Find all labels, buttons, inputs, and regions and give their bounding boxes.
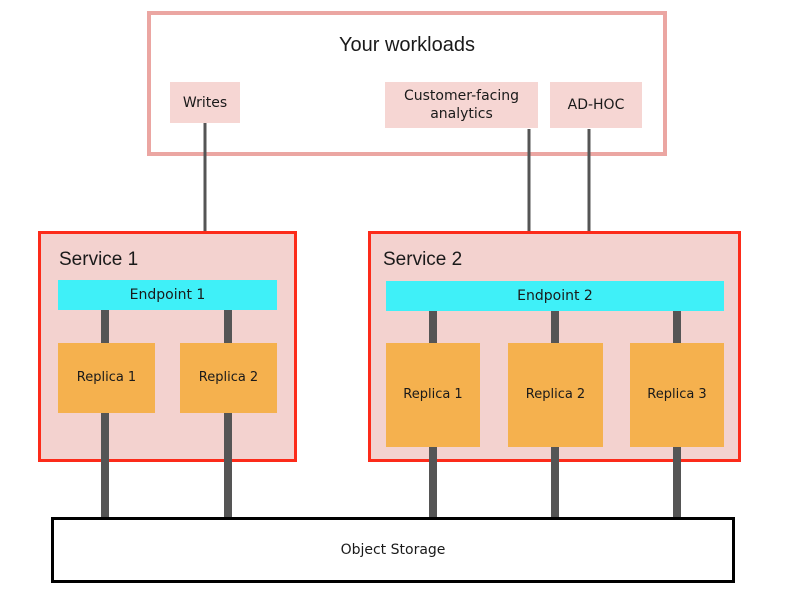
link-endpoint-2-to-s2-replica-3: [673, 311, 681, 343]
link-s2-replica-1-to-storage: [429, 447, 437, 519]
service-1-title: Service 1: [59, 249, 139, 270]
service-2-title: Service 2: [383, 249, 463, 270]
link-endpoint-1-to-s1-replica-2: [224, 310, 232, 343]
link-endpoint-2-to-s2-replica-1: [429, 311, 437, 343]
endpoint-1[interactable]: Endpoint 1: [58, 280, 277, 310]
service-2-replica-1-label: Replica 1: [403, 387, 463, 402]
link-s1-replica-2-to-storage: [224, 413, 232, 519]
workload-chip-writes-label: Writes: [182, 94, 228, 111]
link-s2-replica-2-to-storage: [551, 447, 559, 519]
link-s2-replica-3-to-storage: [673, 447, 681, 519]
service-1-replica-2[interactable]: Replica 2: [180, 343, 277, 413]
link-endpoint-1-to-s1-replica-1: [101, 310, 109, 343]
workloads-title: Your workloads: [338, 34, 475, 56]
workload-chip-customer-facing-analytics[interactable]: Customer-facing analytics: [385, 82, 538, 128]
service-2-replica-2[interactable]: Replica 2: [508, 343, 603, 447]
service-2-replica-2-label: Replica 2: [525, 387, 586, 402]
service-2-replica-1[interactable]: Replica 1: [386, 343, 480, 447]
endpoint-2[interactable]: Endpoint 2: [386, 281, 724, 311]
service-1-replica-1-label: Replica 1: [76, 370, 137, 385]
service-1-replica-2-label: Replica 2: [198, 370, 259, 385]
workload-chip-ad-hoc-label: AD-HOC: [567, 97, 625, 113]
workload-chip-writes[interactable]: Writes: [170, 82, 240, 123]
service-2-replica-3[interactable]: Replica 3: [630, 343, 724, 447]
endpoint-1-label: Endpoint 1: [129, 287, 206, 303]
workload-chip-ad-hoc[interactable]: AD-HOC: [550, 82, 642, 128]
link-endpoint-2-to-s2-replica-2: [551, 311, 559, 343]
workload-chip-customer-facing-analytics-label: Customer-facing analytics: [403, 88, 519, 122]
service-1-replica-1[interactable]: Replica 1: [58, 343, 155, 413]
endpoint-2-label: Endpoint 2: [517, 288, 593, 304]
object-storage-box[interactable]: Object Storage: [51, 517, 735, 583]
service-2-replica-3-label: Replica 3: [647, 387, 707, 402]
link-s1-replica-1-to-storage: [101, 413, 109, 519]
object-storage-label: Object Storage: [340, 542, 446, 558]
